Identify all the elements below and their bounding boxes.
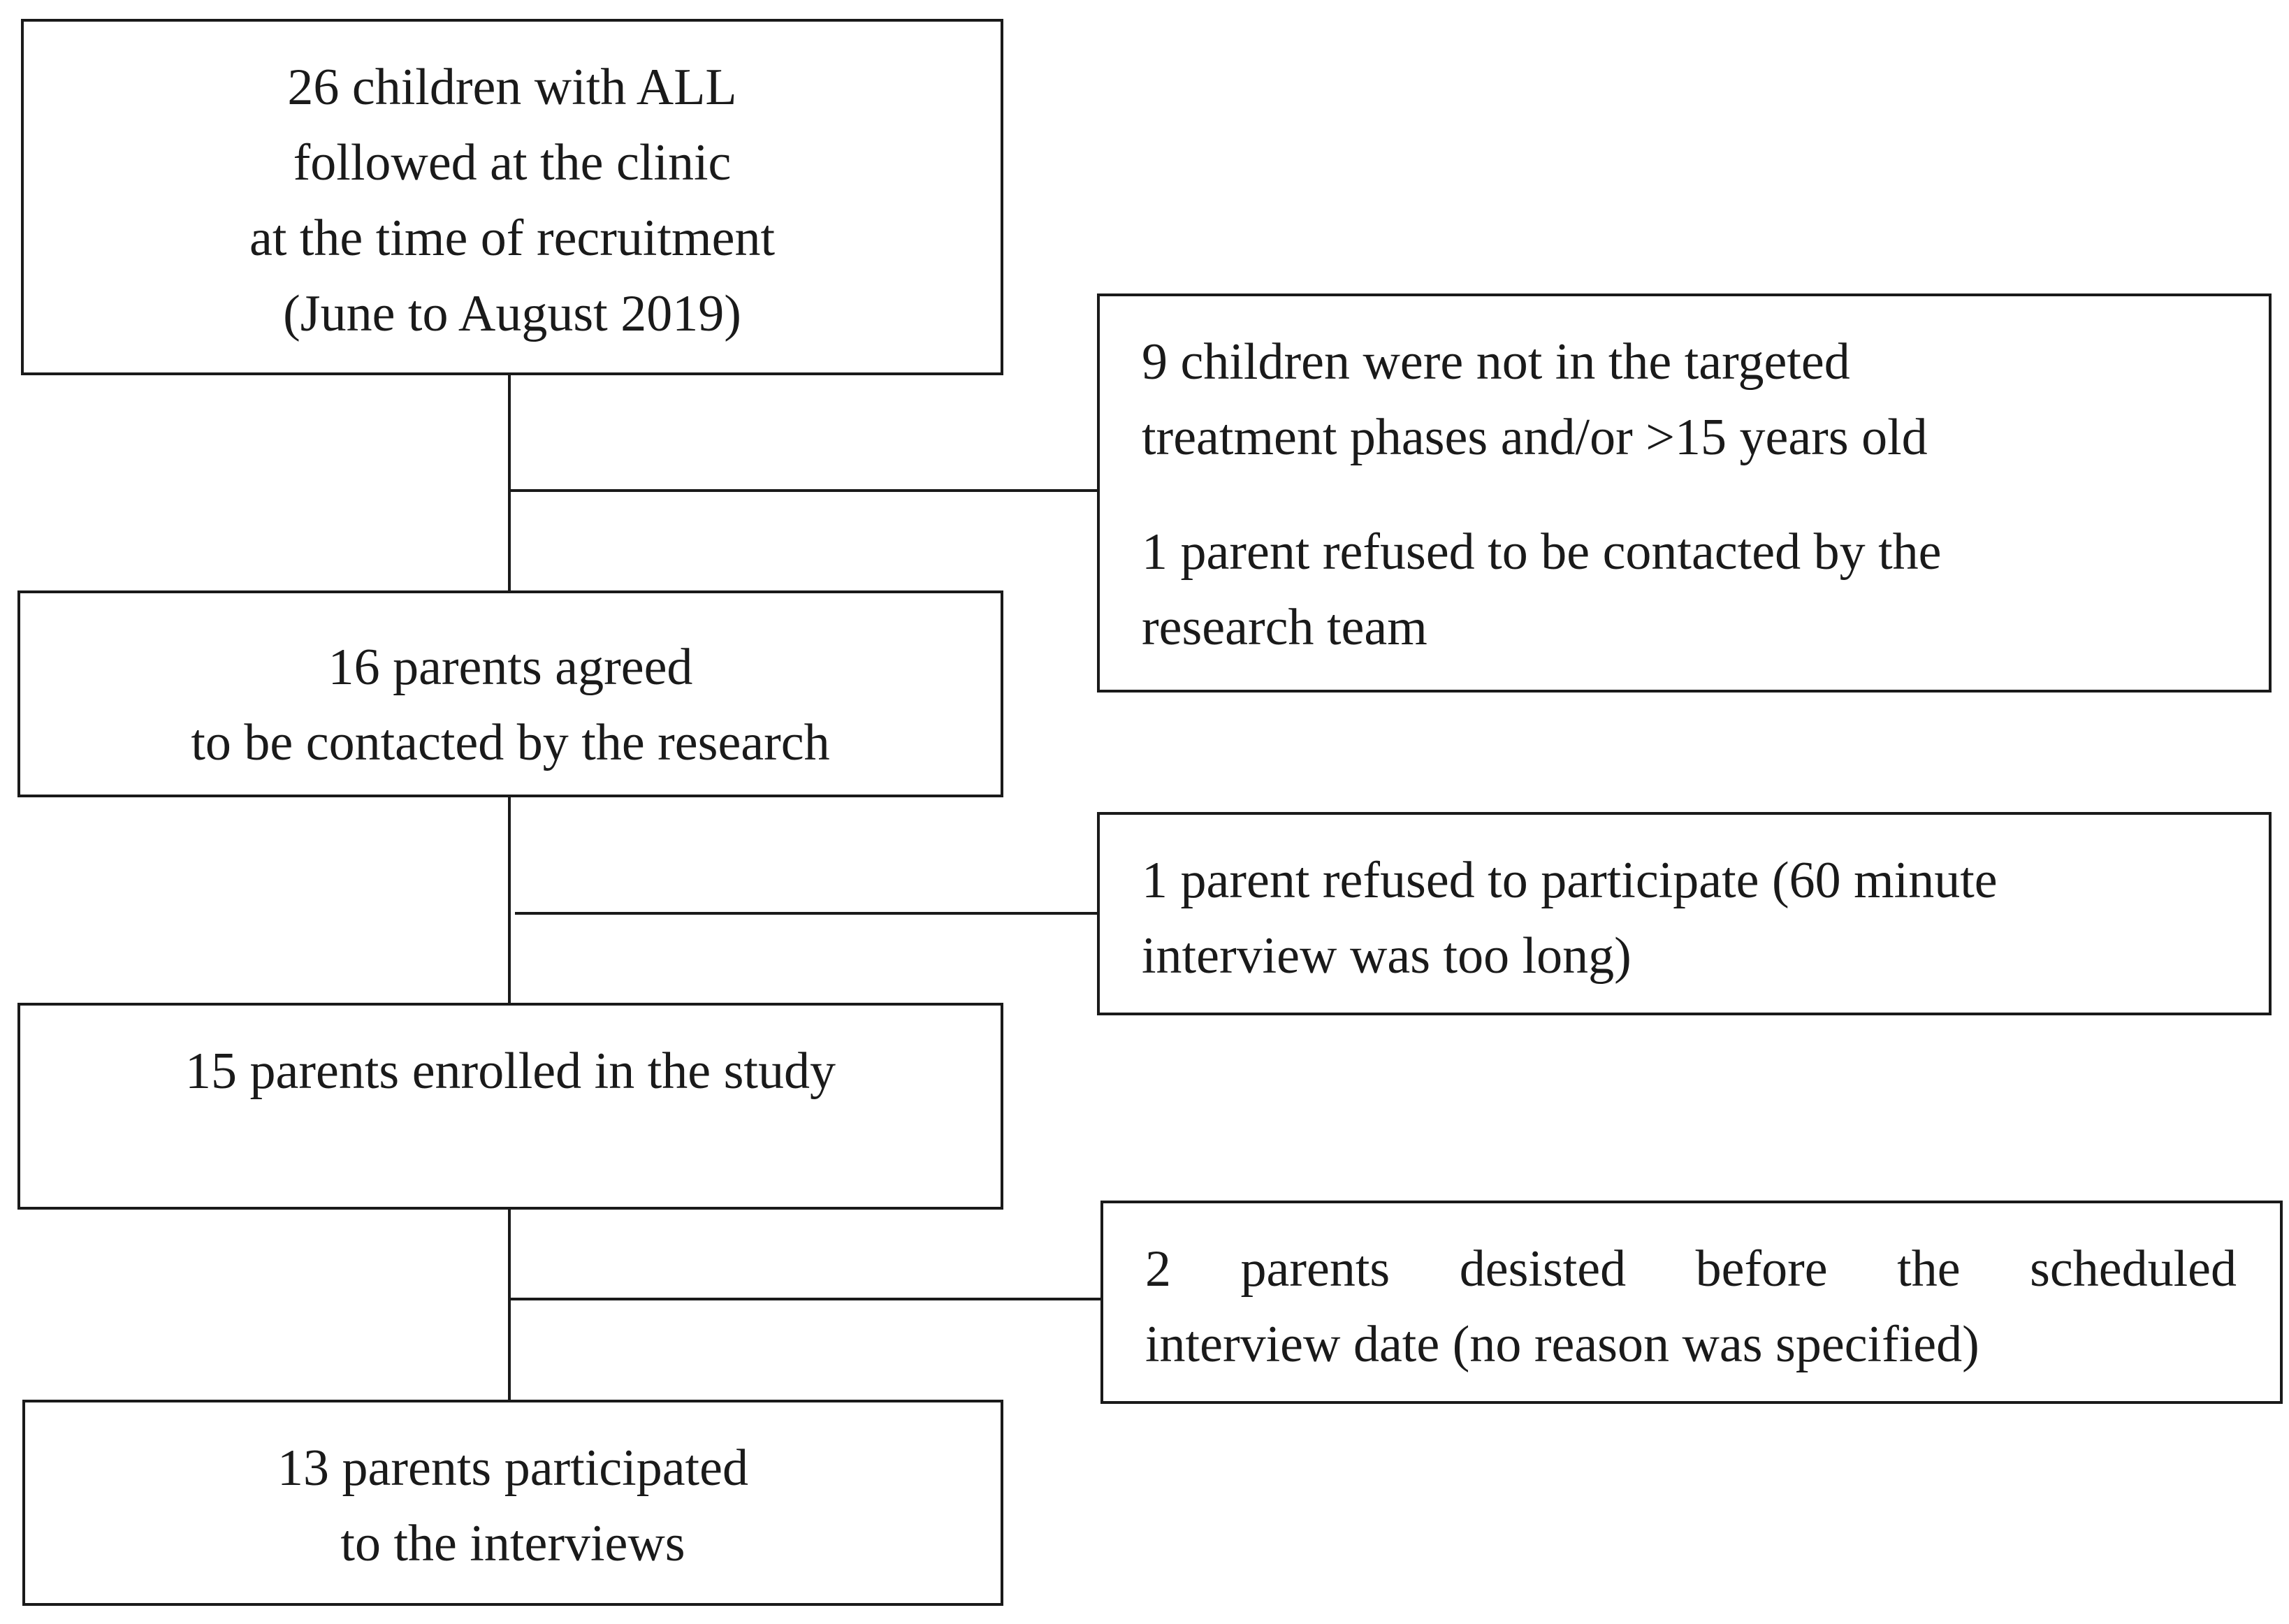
box-parents-participated-line-1: 13 parents participated xyxy=(277,1440,748,1497)
box-parents-enrolled: 15 parents enrolled in the study xyxy=(17,1003,1003,1210)
box-parents-agreed-line-2: to be contacted by the research xyxy=(191,714,830,771)
exclusion-1-group-1-line-2: treatment phases and/or >15 years old xyxy=(1142,409,1928,466)
connector-3-branch xyxy=(509,1298,1100,1300)
box-children-followed-line-1: 26 children with ALL xyxy=(287,59,737,116)
box-parents-participated-line-2: to the interviews xyxy=(340,1515,685,1572)
box-children-followed-line-2: followed at the clinic xyxy=(293,134,732,191)
box-exclusion-desisted: 2 parents desisted before the scheduled … xyxy=(1100,1201,2283,1404)
box-children-followed-line-3: at the time of recruitment xyxy=(249,210,776,267)
exclusion-1-group-1-line-1: 9 children were not in the targeted xyxy=(1142,333,1850,391)
connector-3-vertical xyxy=(508,1210,511,1400)
box-exclusion-refused-participate: 1 parent refused to participate (60 minu… xyxy=(1097,812,2272,1015)
exclusion-3-line-1: 2 parents desisted before the scheduled xyxy=(1145,1240,2237,1298)
connector-2-branch xyxy=(515,912,1097,915)
exclusion-1-group-2-line-1: 1 parent refused to be contacted by the xyxy=(1142,523,1942,581)
connector-2-vertical xyxy=(508,797,511,1003)
exclusion-2-line-1: 1 parent refused to participate (60 minu… xyxy=(1142,852,1998,909)
connector-1-branch xyxy=(509,489,1097,492)
box-children-followed: 26 children with ALL followed at the cli… xyxy=(21,19,1003,375)
box-parents-enrolled-line-1: 15 parents enrolled in the study xyxy=(185,1043,836,1100)
box-children-followed-line-4: (June to August 2019) xyxy=(283,285,741,342)
box-parents-agreed: 16 parents agreed to be contacted by the… xyxy=(17,590,1003,797)
exclusion-2-line-2: interview was too long) xyxy=(1142,927,1632,985)
exclusion-3-line-2: interview date (no reason was specified) xyxy=(1145,1316,1979,1373)
box-parents-participated: 13 parents participated to the interview… xyxy=(22,1400,1003,1606)
connector-1-vertical xyxy=(508,375,511,590)
box-exclusion-not-eligible: 9 children were not in the targeted trea… xyxy=(1097,293,2272,693)
exclusion-1-group-2-line-2: research team xyxy=(1142,599,1427,656)
box-parents-agreed-line-1: 16 parents agreed xyxy=(328,639,693,696)
